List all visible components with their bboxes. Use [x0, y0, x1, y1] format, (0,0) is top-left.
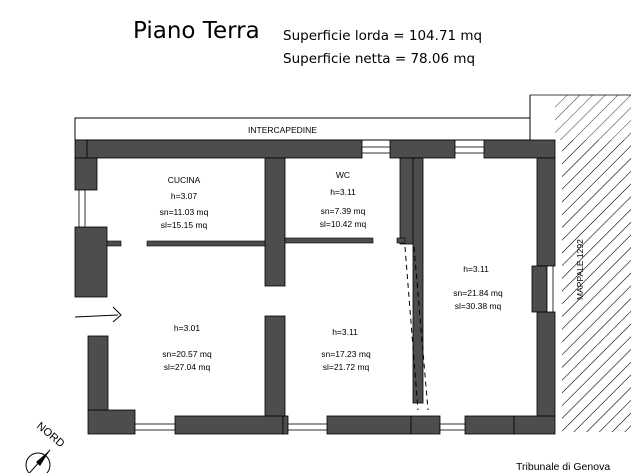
windows [78, 146, 554, 431]
footer-text: Tribunale di Genova [516, 461, 610, 473]
superficie-lorda: Superficie lorda = 104.71 mq [283, 28, 482, 44]
room-bottom-left: h=3.01 sn=20.57 mq sl=27.04 mq [162, 323, 212, 372]
room-gross-area: sl=10.42 mq [320, 219, 367, 229]
intercapedine: INTERCAPEDINE [74, 117, 531, 141]
entrance-arrow [74, 306, 122, 323]
partition-wc [284, 237, 374, 244]
room-bottom-middle: h=3.11 sn=17.23 mq sl=21.72 mq [321, 327, 371, 372]
page-title: Piano Terra [133, 18, 260, 44]
walls [74, 139, 556, 435]
room-height: h=3.11 [332, 327, 358, 337]
compass-icon [25, 452, 51, 473]
room-gross-area: sl=30.38 mq [455, 301, 502, 311]
room-name: CUCINA [168, 175, 201, 185]
mappale-label: MAPPALE 1292 [575, 239, 585, 300]
nord-label: NORD [34, 420, 67, 450]
room-gross-area: sl=21.72 mq [323, 362, 370, 372]
room-net-area: sn=20.57 mq [162, 349, 212, 359]
room-wc: WC h=3.11 sn=7.39 mq sl=10.42 mq [320, 170, 367, 229]
room-height: h=3.11 [463, 264, 489, 274]
partition-cucina [146, 240, 266, 247]
dashed-partition [404, 246, 429, 411]
superficie-netta: Superficie netta = 78.06 mq [283, 51, 475, 67]
partition-left [106, 240, 122, 247]
room-height: h=3.01 [174, 323, 201, 333]
room-net-area: sn=11.03 mq [160, 207, 209, 217]
intercapedine-label: INTERCAPEDINE [248, 125, 317, 135]
room-right: h=3.11 sn=21.84 mq sl=30.38 mq [453, 264, 503, 311]
neighbour-hatch [529, 94, 631, 432]
room-height: h=3.11 [330, 187, 356, 197]
room-cucina: CUCINA h=3.07 sn=11.03 mq sl=15.15 mq [160, 175, 209, 230]
room-height: h=3.07 [171, 191, 198, 201]
room-gross-area: sl=27.04 mq [164, 362, 211, 372]
room-gross-area: sl=15.15 mq [161, 220, 208, 230]
room-net-area: sn=21.84 mq [453, 288, 503, 298]
room-name: WC [336, 170, 350, 180]
partition-stub [396, 237, 406, 244]
room-net-area: sn=7.39 mq [321, 206, 366, 216]
room-net-area: sn=17.23 mq [321, 349, 371, 359]
north-arrow: NORD [25, 420, 67, 473]
